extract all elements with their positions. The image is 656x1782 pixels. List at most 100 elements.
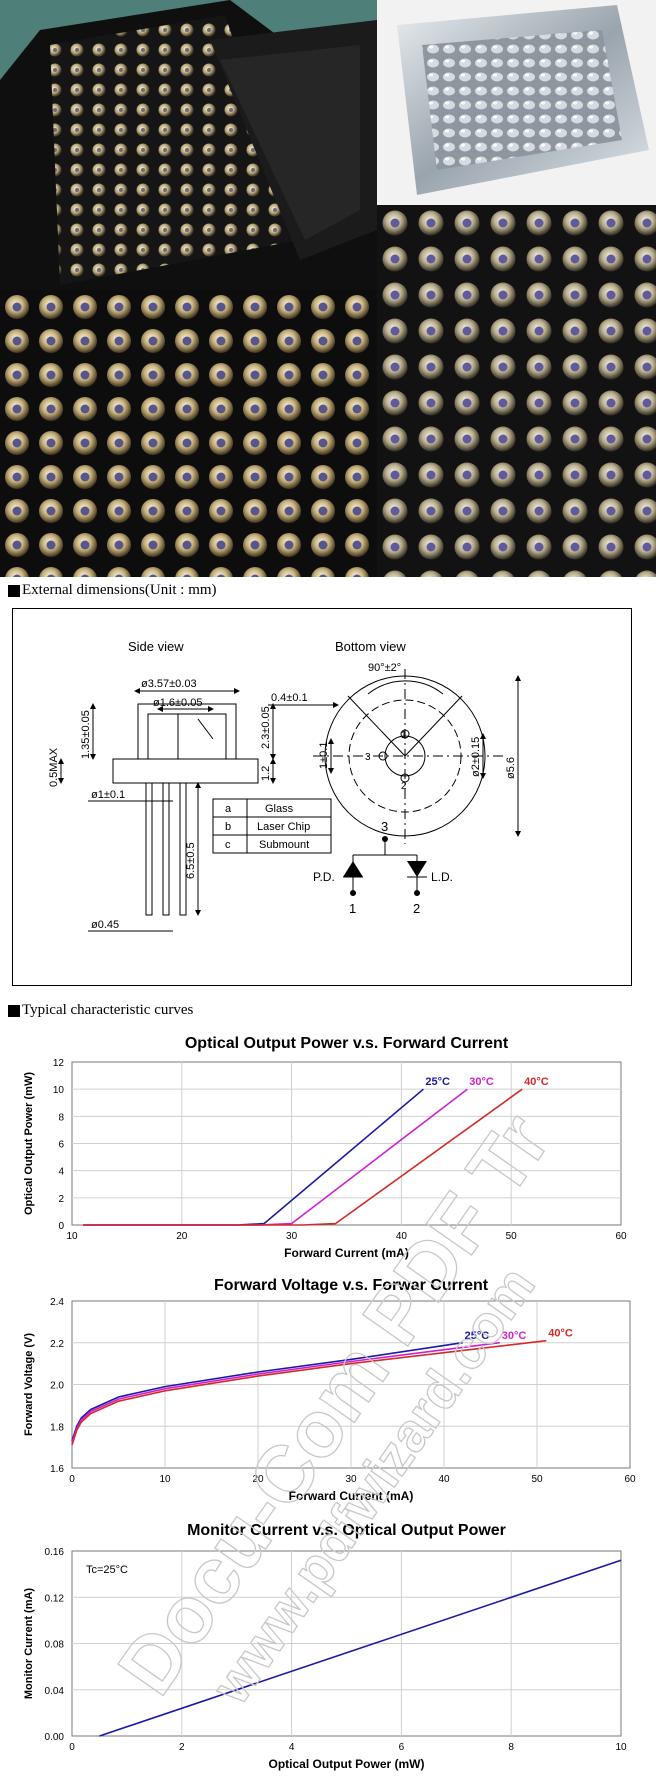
chart-0-xtick-label: 60 [615,1231,627,1242]
chart-2-title: Monitor Current v.s. Optical Output Powe… [187,1522,506,1539]
chart-1-xtick-label: 0 [69,1474,75,1485]
photo-tray-closeup-left [0,290,377,577]
photo-vacuum-bag [377,0,656,205]
chart-1-ytick-label: 1.8 [50,1422,64,1433]
section-heading-curves: Typical characteristic curves [8,1002,193,1019]
chart-2-annotation: Tc=25°C [86,1564,128,1576]
pin-dot-1 [350,890,356,896]
chart-2-xlabel: Optical Output Power (mW) [269,1757,425,1771]
dimension-drawing-frame: Side view Bottom view ø3.57±0.03 ø1.6±0.… [12,608,632,986]
dim-w04: 0.4±0.1 [271,692,308,704]
chart-0-series-2-label: 40°C [524,1076,549,1088]
chart-0-title: Optical Output Power v.s. Forward Curren… [185,1035,509,1052]
chart-2-xtick-label: 4 [289,1742,295,1753]
chart-optical-power: Optical Output Power v.s. Forward Curren… [0,1028,656,1270]
part-key-a: a [225,803,232,815]
dim-h1: 1±0.1 [318,742,330,769]
chart-1-xlabel: Forward Current (mA) [289,1489,414,1503]
chart-2-series-0-line [99,1559,622,1737]
chart-0-ytick-label: 4 [58,1167,64,1178]
photo-vacuum-bag-image [377,0,656,205]
chart-2-ytick-label: 0.04 [45,1686,65,1697]
dim-d2: ø2±0.15 [470,737,482,777]
section-heading-dimensions-text: External dimensions(Unit : mm) [22,582,217,598]
chart-2-ytick-label: 0.16 [45,1547,65,1558]
ld-label: L.D. [431,870,453,884]
chart-2-ytick-label: 0.00 [45,1732,65,1743]
chart-0-series-1-label: 30°C [469,1076,494,1088]
chart-2-xtick-label: 8 [508,1742,514,1753]
chart-1-xtick-label: 30 [345,1474,357,1485]
part-name-a: Glass [265,803,294,815]
dim-d16: ø1.6±0.05 [153,697,202,709]
pd-label: P.D. [313,870,335,884]
dim-d56: ø5.6 [505,757,517,779]
chart-2-xtick-label: 2 [179,1742,185,1753]
chart-0-ytick-label: 6 [58,1140,64,1151]
photo-tray-overview [0,0,377,290]
pin-dot-2 [414,890,420,896]
bottom-pin-3: 3 [365,752,371,763]
chart-0-series-2-line [83,1088,523,1226]
chart-0-ytick-label: 2 [58,1194,64,1205]
chart-2-ytick-label: 0.12 [45,1593,65,1604]
ld-diode-symbol [407,861,427,877]
part-key-c: c [225,839,231,851]
photo-tray-closeup-right [377,205,656,577]
pin-dot-3 [382,836,388,842]
section-heading-curves-text: Typical characteristic curves [22,1002,194,1018]
chart-2-xtick-label: 0 [69,1742,75,1753]
dim-angle: 90°±2° [368,662,401,674]
photo-tray-overview-image [0,0,377,290]
photo-tray-closeup-left-image [0,290,377,577]
chart-0-ytick-label: 12 [53,1058,65,1069]
photo-tray-closeup-right-image [377,205,656,577]
part-key-b: b [225,821,231,833]
chart-1-series-2-label: 40°C [548,1328,573,1340]
section-heading-dimensions: External dimensions(Unit : mm) [8,582,217,599]
dim-h12: 1.2 [260,766,272,781]
pin-label-1: 1 [349,901,356,916]
chart-0-xtick-label: 40 [396,1231,408,1242]
chart-forward-voltage: Forward Voltage v.s. Forwar Current 0 10 20… [0,1272,656,1512]
chart-1-series-0-line [71,1341,463,1442]
chart-0-xtick-label: 10 [66,1231,78,1242]
dim-h05max: 0.5MAX [48,747,60,787]
chart-1-xtick-label: 20 [252,1474,264,1485]
chart-0-ylabel: Optical Output Power (mW) [23,1072,35,1215]
chart-1-ylabel: Forward Voltage (V) [23,1333,35,1436]
pin-label-2: 2 [413,901,420,916]
chart-forward-voltage-svg: Forward Voltage v.s. Forwar Current 0 10 20… [23,1277,636,1503]
chart-1-xtick-label: 50 [531,1474,543,1485]
chart-2-ytick-label: 0.08 [45,1640,65,1651]
dim-d357: ø3.57±0.03 [141,678,197,690]
chart-2-xtick-label: 10 [615,1742,627,1753]
chart-1-ytick-label: 2.4 [50,1297,64,1308]
chart-0-xtick-label: 20 [176,1231,188,1242]
chart-0-ytick-label: 10 [53,1085,65,1096]
chart-1-title: Forward Voltage v.s. Forwar Current [214,1277,489,1294]
chart-1-ytick-label: 2.2 [50,1339,64,1350]
pd-diode-symbol [343,861,363,877]
chart-0-series-0-label: 25°C [425,1076,450,1088]
chart-1-xtick-label: 60 [624,1474,636,1485]
chart-0-xlabel: Forward Current (mA) [284,1246,409,1260]
part-name-c: Submount [259,839,309,851]
chart-0-xtick-label: 30 [286,1231,298,1242]
chart-1-series-1-line [71,1341,500,1444]
chart-1-ytick-label: 2.0 [50,1381,64,1392]
chart-1-xtick-label: 10 [159,1474,171,1485]
chart-1-xtick-label: 40 [438,1474,450,1485]
bottom-pin-2: 2 [401,781,407,792]
pin-label-3: 3 [381,819,388,834]
dim-h135: 1.35±0.05 [80,710,92,759]
side-view-label: Side view [128,639,184,654]
bottom-pin-1: 1 [401,730,407,741]
chart-1-series-2-line [71,1339,547,1446]
chart-2-xtick-label: 6 [399,1742,405,1753]
chart-monitor-current-svg: Monitor Current v.s. Optical Output Powe… [23,1522,627,1771]
chart-1-series-1-label: 30°C [502,1330,527,1342]
chart-1-series-0-label: 25°C [465,1330,490,1342]
chart-0-ytick-label: 0 [58,1221,64,1232]
chart-monitor-current: Monitor Current v.s. Optical Output Powe… [0,1515,656,1777]
